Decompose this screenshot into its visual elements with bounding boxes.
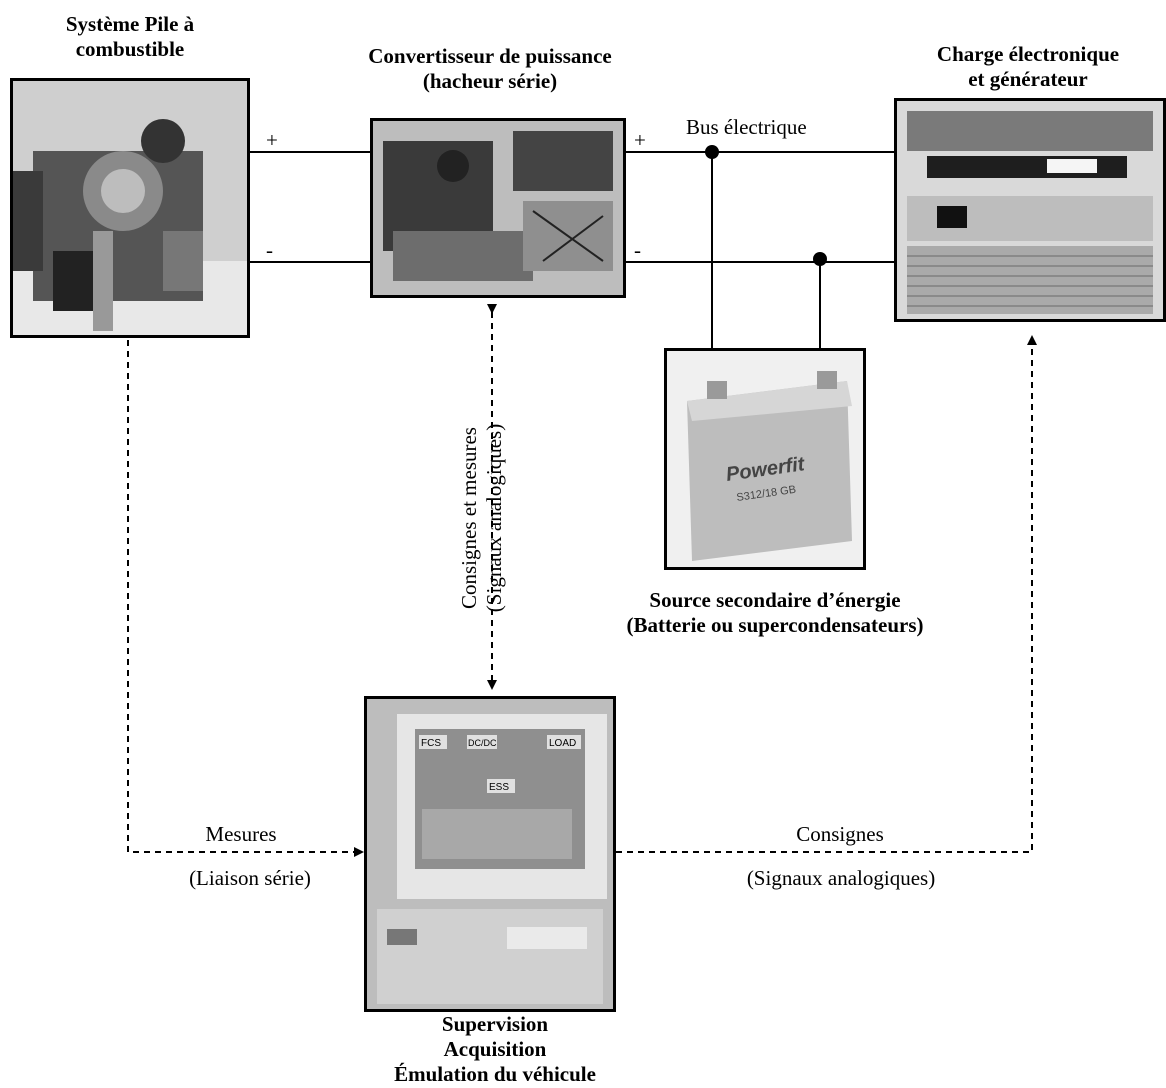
bus-minus-sign: - (634, 238, 641, 262)
screen-label-load: LOAD (549, 738, 576, 749)
setpoints-sublabel: (Signaux analogiques) (746, 866, 936, 890)
fc-plus-sign: + (266, 128, 278, 152)
converter-link-label: Consignes et mesures (Signaux analogique… (457, 423, 506, 613)
fc-minus-sign: - (266, 238, 273, 262)
converter-photo (370, 118, 626, 298)
supervision-photo: FCS DC/DC ESS LOAD (364, 696, 616, 1012)
bus-plus-sign: + (634, 128, 646, 152)
measures-label: Mesures (205, 822, 277, 846)
screen-label-ess: ESS (489, 782, 509, 793)
measures-sublabel: (Liaison série) (189, 866, 311, 890)
screen-label-dcdc: DC/DC (468, 738, 497, 748)
link-fuelcell-supervision (127, 340, 364, 857)
fuel-cell-title: Système Pile à combustible (65, 12, 195, 61)
setpoints-label: Consignes (796, 822, 884, 846)
link-supervision-load (616, 335, 1037, 853)
supervision-title: Supervision Acquisition Émulation du véh… (394, 1012, 596, 1086)
load-photo (894, 98, 1166, 322)
load-title: Charge électronique et générateur (936, 42, 1120, 91)
battery-photo: Powerfit S312/18 GB (664, 348, 866, 570)
converter-title: Convertisseur de puissance (hacheur séri… (368, 44, 612, 93)
bus-label: Bus électrique (686, 115, 807, 139)
screen-label-fcs: FCS (421, 738, 441, 749)
fuel-cell-photo (10, 78, 250, 338)
secondary-source-title: Source secondaire d’énergie (Batterie ou… (626, 588, 924, 637)
